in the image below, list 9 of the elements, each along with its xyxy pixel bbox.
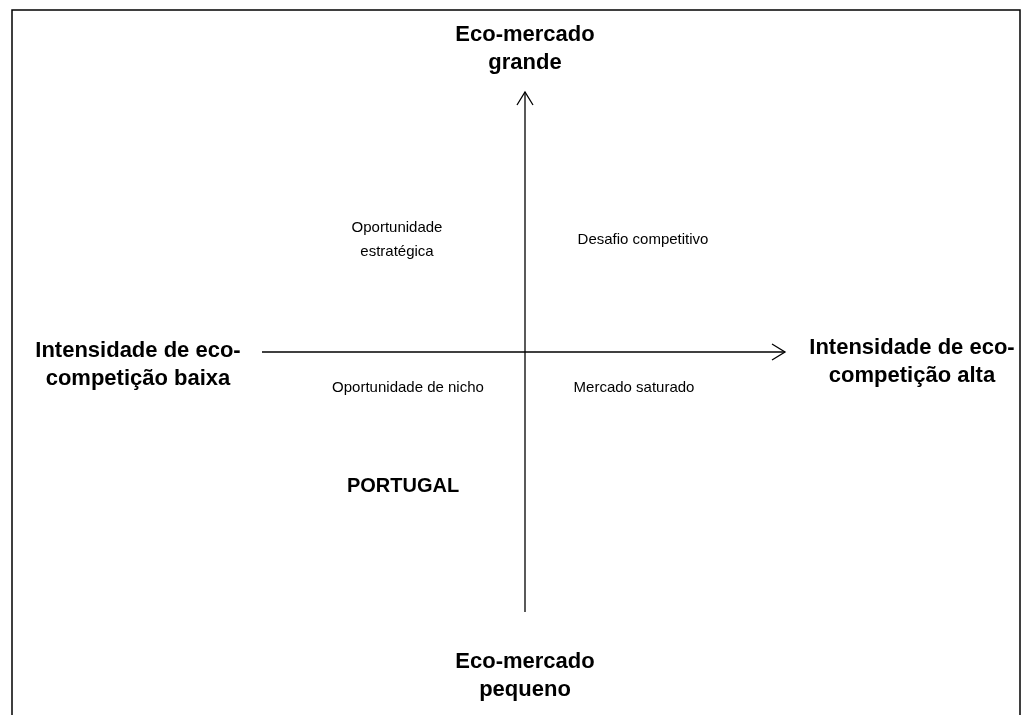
country-label: PORTUGAL	[345, 473, 461, 497]
axis-label: Intensidade de eco-competição baixa	[34, 336, 242, 392]
quadrant-label: Desafio competitivo	[576, 229, 710, 249]
axis-label: Intensidade de eco-competição alta	[808, 333, 1016, 389]
axis-label: Eco-mercado grande	[454, 20, 596, 76]
axis-label: Eco-mercado pequeno	[454, 647, 596, 703]
quadrant-label: Oportunidade estratégica	[350, 217, 444, 261]
quadrant-label: Mercado saturado	[572, 377, 696, 397]
quadrant-label: Oportunidade de nicho	[331, 377, 485, 397]
